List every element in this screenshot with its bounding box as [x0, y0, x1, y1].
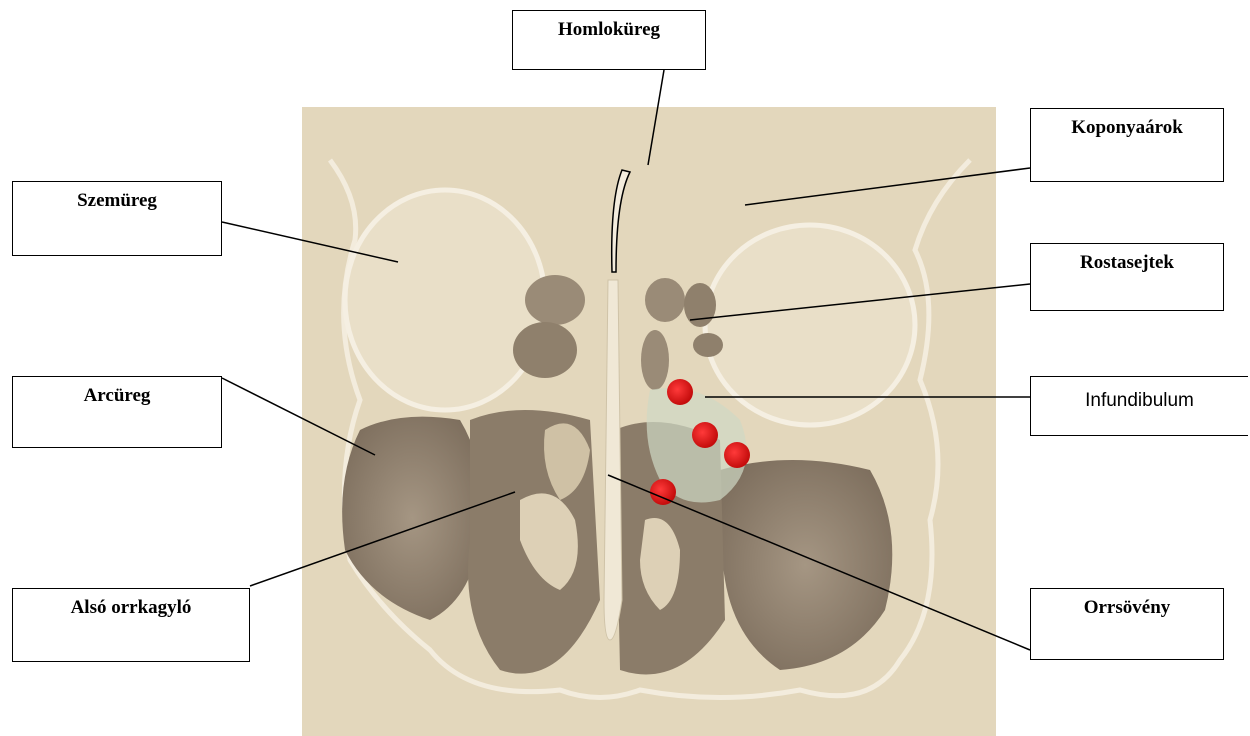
label-maxillary-sinus: Arcüreg: [12, 376, 222, 448]
label-orbit: Szemüreg: [12, 181, 222, 256]
right-orbit: [705, 225, 915, 425]
ethmoid-cell: [525, 275, 585, 325]
label-frontal-sinus: Homloküreg: [512, 10, 706, 70]
ethmoid-cell: [513, 322, 577, 378]
label-ethmoid-cells: Rostasejtek: [1030, 243, 1224, 311]
left-orbit: [345, 190, 545, 410]
label-cranial-fossa: Koponyaárok: [1030, 108, 1224, 182]
ethmoid-cell: [684, 283, 716, 327]
ethmoid-cell: [645, 278, 685, 322]
ethmoid-cell: [641, 330, 669, 390]
marker-dot: [667, 379, 693, 405]
label-infundibulum: Infundibulum: [1030, 376, 1248, 436]
ethmoid-cell: [693, 333, 723, 357]
label-inferior-turbinate: Alsó orrkagyló: [12, 588, 250, 662]
label-nasal-septum: Orrsövény: [1030, 588, 1224, 660]
marker-dot: [692, 422, 718, 448]
marker-dot: [724, 442, 750, 468]
